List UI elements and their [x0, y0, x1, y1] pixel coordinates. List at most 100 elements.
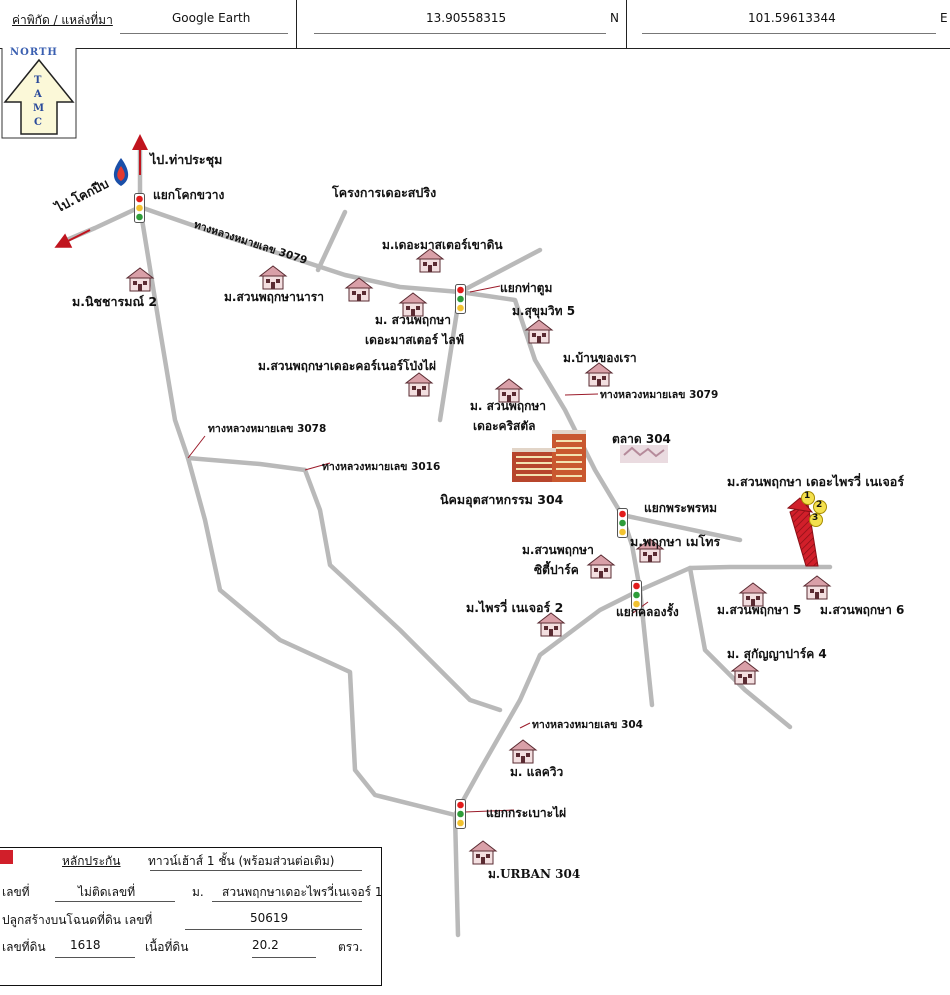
label-spring-project: โครงการเดอะสปริง [332, 185, 437, 200]
road-spring-project [315, 209, 348, 273]
road-khlong-rang-southeast [687, 565, 793, 730]
label-prairie-nature-2: ม.ไพรวี่ เนเจอร์ 2 [466, 600, 564, 615]
house-no-value: ไม่ติดเลขที่ [78, 885, 136, 899]
label-sukhumvit-5: ม.สุขุมวิท 5 [512, 304, 576, 318]
road-3078 [137, 204, 458, 818]
traffic-light-icon [455, 799, 466, 829]
house-no-label: เลขที่ [2, 885, 30, 899]
label-ban-khong-rao: ม.บ้านของเรา [563, 351, 637, 365]
collateral-underline [150, 870, 362, 871]
latitude-underline [314, 33, 606, 34]
road-304 [452, 564, 833, 818]
house-icon [258, 263, 288, 291]
north-letter-m: M [33, 103, 45, 114]
traffic-light-icon [631, 580, 642, 610]
road-to-khok-pip [59, 204, 143, 245]
area-underline [252, 957, 316, 958]
coord-source-label: ค่าพิกัด / แหล่งที่มา [12, 13, 113, 27]
coordinate-header: ค่าพิกัด / แหล่งที่มา Google Earth 13.90… [0, 0, 950, 49]
house-icon [584, 360, 614, 388]
house-icon [344, 275, 374, 303]
label-prairie-pleasure: ม.สวนพฤกษา เดอะไพรวี่ เนเจอร์ [727, 474, 905, 489]
latitude-value: 13.90558315 [426, 11, 507, 25]
collateral-info-box: หลักประกัน ทาวน์เฮ้าส์ 1 ชั้น (พร้อมส่วน… [0, 847, 383, 986]
label-highway-304: ทางหลวงหมายเลข 304 [532, 719, 643, 731]
label-highway-3079-b: ทางหลวงหมายเลข 3079 [600, 389, 719, 401]
traffic-light-icon [455, 284, 466, 314]
road-khlong-rang-south [637, 587, 655, 708]
north-arrow [1, 48, 77, 139]
house-icon [508, 737, 538, 765]
label-industrial-304: นิคมอุตสาหกรรม 304 [440, 492, 564, 507]
label-urban-304: ม.URBAN 304 [488, 867, 581, 881]
house-icon [125, 265, 155, 293]
label-crystal-line1: ม. สวนพฤกษา [470, 399, 547, 413]
land-no-value: 1618 [70, 938, 101, 952]
deed-label: ปลูกสร้างบนโฉนดที่ดิน เลขที่ [2, 913, 153, 927]
label-talat-304: ตลาด 304 [612, 432, 671, 446]
legend-red-swatch [0, 850, 13, 864]
label-the-master-khao-din: ม.เดอะมาสเตอร์เขาดิน [382, 238, 503, 252]
source-underline [120, 33, 288, 34]
north-letter-a: A [34, 89, 42, 100]
label-khlong-rang-junction: แยกคลองรั้ง [616, 605, 679, 619]
label-lake-view: ม. แลควิว [510, 765, 564, 779]
village-label: ม. [192, 885, 204, 899]
traffic-light-icon [134, 193, 145, 223]
label-master-life-line2: เดอะมาสเตอร์ ไลฟ์ [365, 333, 465, 347]
label-highway-3016: ทางหลวงหมายเลข 3016 [322, 461, 441, 473]
label-tha-tum-junction: แยกท่าตูม [500, 281, 553, 295]
label-suan-phruksa-nara: ม.สวนพฤกษานารา [224, 290, 324, 304]
label-kra-bao-phai-junction: แยกกระเบาะไผ่ [486, 806, 567, 820]
label-corner-pine: ม.สวนพฤกษาเดอะคอร์เนอร์โป่งไผ่ [258, 359, 436, 373]
road-3078-link [185, 455, 308, 473]
area-unit: ตรว. [338, 940, 363, 954]
industrial-building-icon [512, 430, 586, 482]
latitude-dir: N [610, 11, 619, 25]
label-khok-khwang-junction: แยกโคกขวาง [153, 188, 225, 202]
label-to-tha-prachum: ไป.ท่าประชุม [150, 152, 223, 167]
deed-underline [185, 929, 362, 930]
house-icon [398, 290, 428, 318]
deed-value: 50619 [250, 911, 289, 925]
plot-number-markers [801, 491, 827, 527]
house-no-underline [55, 901, 175, 902]
house-icon [536, 610, 566, 638]
house-icon [802, 573, 832, 601]
land-no-underline [55, 957, 135, 958]
gas-station-icon [113, 158, 129, 186]
market-icon [620, 445, 668, 463]
marker-number-1: 1 [804, 491, 811, 501]
house-icon [730, 658, 760, 686]
house-icon [524, 317, 554, 345]
house-icon [468, 838, 498, 866]
subject-property-marker [786, 497, 819, 567]
label-phra-phrom-junction: แยกพระพรหม [644, 501, 718, 515]
north-label: NORTH [10, 47, 58, 58]
village-underline [212, 901, 362, 902]
house-icon [404, 370, 434, 398]
traffic-light-icon [617, 508, 628, 538]
marker-number-3: 3 [812, 513, 819, 523]
label-master-life-line1: ม. สวนพฤกษา [375, 313, 452, 327]
label-highway-3078: ทางหลวงหมายเลข 3078 [208, 423, 327, 435]
label-phruksa-metro: ม.พฤกษา เมโทร [630, 534, 721, 549]
village-value: สวนพฤกษาเดอะไพรวี่เนเจอร์ 1 [222, 885, 383, 899]
label-suan-phruksa-6: ม.สวนพฤกษา 6 [820, 603, 905, 617]
collateral-value: ทาวน์เฮ้าส์ 1 ชั้น (พร้อมส่วนต่อเติม) [148, 854, 335, 868]
label-city-park-line1: ม.สวนพฤกษา [522, 543, 594, 557]
house-icon [586, 552, 616, 580]
header-cell-source: ค่าพิกัด / แหล่งที่มา Google Earth [0, 0, 297, 48]
house-icon [494, 376, 524, 404]
header-cell-longitude: 101.59613344 E [626, 0, 950, 48]
house-icon [415, 246, 445, 274]
marker-number-2: 2 [816, 500, 823, 510]
north-letter-c: C [34, 117, 42, 128]
land-no-label: เลขที่ดิน [2, 940, 46, 954]
label-suan-phruksa-5: ม.สวนพฤกษา 5 [717, 603, 802, 617]
house-icon [738, 580, 768, 608]
label-city-park-line2: ซิตี้ปาร์ค [534, 563, 579, 577]
longitude-underline [642, 33, 936, 34]
north-letter-t: T [34, 75, 42, 86]
label-crystal-line2: เดอะคริสตัล [473, 419, 536, 433]
